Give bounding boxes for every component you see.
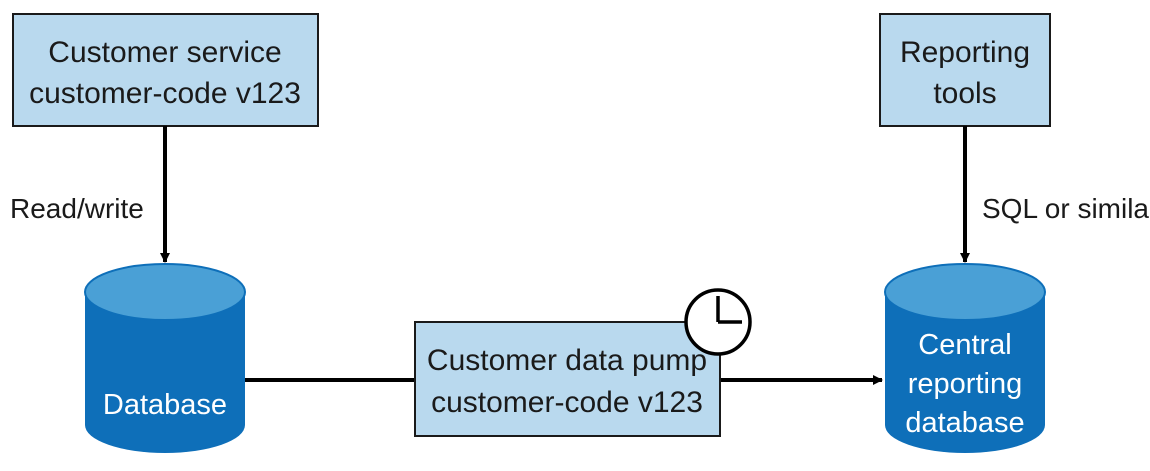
sql-edge: SQL or similar	[960, 126, 1150, 263]
database-cylinder-body	[85, 292, 245, 453]
read-write-label: Read/write	[10, 193, 144, 224]
database-label: Database	[103, 389, 227, 421]
customer-service-box	[12, 13, 319, 127]
reporting-tools-subtitle: tools	[933, 77, 996, 110]
read-write-edge: Read/write	[10, 126, 170, 263]
central-db-cylinder-body	[885, 292, 1045, 453]
database-cylinder-top	[84, 263, 246, 321]
sql-label: SQL or similar	[982, 193, 1150, 224]
reporting-tools-title: Reporting	[900, 36, 1030, 69]
central-db-label-line3: database	[905, 407, 1024, 439]
data-pump-title: Customer data pump	[427, 344, 707, 377]
clock-icon	[684, 288, 752, 356]
customer-service-node: Customer service customer-code v123	[12, 13, 319, 127]
database-node: Database	[84, 263, 246, 453]
customer-service-title: Customer service	[48, 36, 281, 69]
data-pump-subtitle: customer-code v123	[431, 386, 703, 419]
data-pump-node: Customer data pump customer-code v123	[414, 288, 752, 437]
central-db-label-line2: reporting	[908, 368, 1022, 400]
reporting-tools-box	[879, 13, 1051, 127]
central-db-cylinder-top	[884, 263, 1046, 321]
reporting-tools-node: Reporting tools	[879, 13, 1051, 127]
customer-service-subtitle: customer-code v123	[29, 77, 301, 110]
central-db-label-line1: Central	[918, 329, 1012, 361]
central-db-node: Central reporting database	[884, 263, 1046, 453]
data-pump-box	[414, 321, 721, 437]
